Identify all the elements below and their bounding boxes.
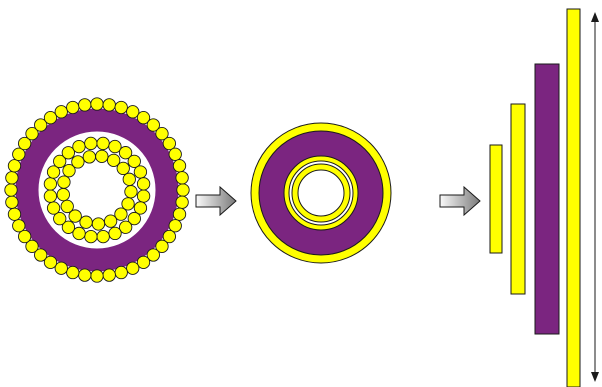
- strand: [13, 220, 25, 232]
- strand: [67, 101, 79, 113]
- strand: [91, 98, 103, 110]
- strand: [47, 202, 59, 214]
- layer-bar-outer-yellow: [567, 9, 580, 387]
- strand: [92, 218, 104, 230]
- strand: [176, 172, 188, 184]
- strand: [85, 137, 97, 149]
- strand: [104, 215, 116, 227]
- strand: [57, 188, 69, 200]
- strand: [44, 178, 56, 190]
- strand: [96, 150, 108, 162]
- strand: [72, 156, 84, 168]
- process-arrow-2: [440, 187, 480, 215]
- strand: [61, 200, 73, 212]
- strand: [6, 172, 18, 184]
- right-arrow-icon: [440, 187, 480, 215]
- strand: [177, 184, 189, 196]
- strand: [79, 269, 91, 281]
- strand: [80, 216, 92, 228]
- strand: [123, 173, 135, 185]
- strand: [115, 266, 127, 278]
- strand: [67, 266, 79, 278]
- strand: [85, 230, 97, 242]
- strand: [73, 140, 85, 152]
- strand: [125, 186, 137, 198]
- strand: [169, 148, 181, 160]
- strand: [97, 230, 109, 242]
- strand: [173, 160, 185, 172]
- strand: [134, 166, 146, 178]
- double-headed-arrow-icon: [591, 12, 599, 382]
- strand: [55, 106, 67, 118]
- strand: [6, 196, 18, 208]
- strand: [109, 227, 121, 239]
- strand: [103, 99, 115, 111]
- strand: [127, 262, 139, 274]
- strand: [8, 208, 20, 220]
- strand: [58, 176, 70, 188]
- strand: [103, 269, 115, 281]
- layer-bar-purple: [535, 64, 559, 334]
- inner-strand-layer: [57, 150, 137, 230]
- layer-bar-inner-yellow: [490, 145, 502, 253]
- strand: [8, 160, 20, 172]
- strand: [5, 184, 17, 196]
- right-arrow-icon: [196, 187, 236, 215]
- unrolled-layers: [490, 9, 580, 387]
- strand: [79, 99, 91, 111]
- strand: [173, 208, 185, 220]
- strand: [44, 190, 56, 202]
- strand: [137, 178, 149, 190]
- strand: [91, 270, 103, 282]
- stranded-cable-cross-section: [5, 98, 189, 282]
- layer-bar-second-yellow: [511, 104, 525, 294]
- strand: [176, 196, 188, 208]
- concentric-rings-cross-section: [251, 123, 391, 263]
- process-arrow-1: [196, 187, 236, 215]
- strand: [137, 190, 149, 202]
- strand: [97, 137, 109, 149]
- core-hole: [298, 170, 344, 216]
- strand: [115, 101, 127, 113]
- strand: [117, 162, 129, 174]
- strand: [83, 151, 95, 163]
